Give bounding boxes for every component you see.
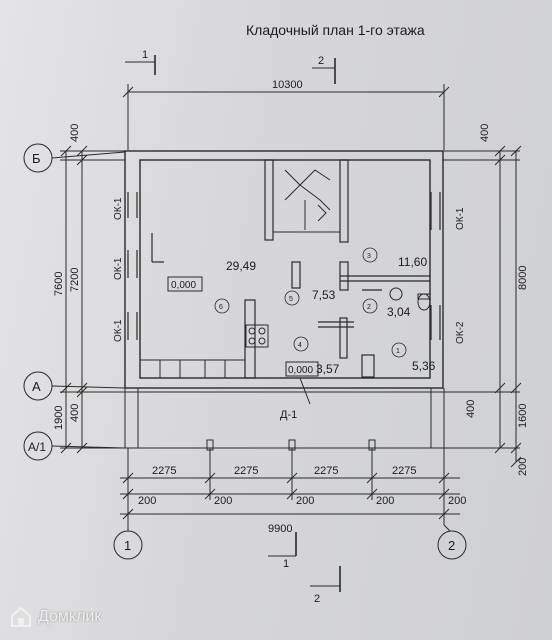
level-mark-hall: 0,000	[288, 365, 313, 376]
axis-label-1: 1	[124, 538, 131, 553]
room-5-number: 5	[289, 296, 293, 303]
room-3-number: 3	[367, 253, 371, 260]
dim-lines-left	[60, 145, 88, 454]
level-box-hall	[285, 361, 319, 377]
dim-left-inner: 7200	[69, 268, 81, 292]
dim-right-porch-wall: 400	[465, 400, 477, 418]
window-ok1-d: ОК-1	[455, 207, 466, 230]
dim-left-top: 400	[69, 124, 81, 142]
dim-bottom-total: 9900	[268, 523, 292, 535]
axis-label-a: А	[32, 379, 41, 394]
room-2-number: 2	[367, 304, 371, 311]
dim-right-outer: 8000	[517, 266, 529, 290]
drawing-title: Кладочный план 1-го этажа	[246, 22, 425, 38]
window-ok1-c: ОК-1	[113, 319, 124, 342]
section-2-bottom: 2	[314, 593, 320, 605]
dim-bay-1: 2275	[152, 465, 176, 477]
axis-label-b: Б	[32, 151, 41, 166]
dim-bay-4: 2275	[392, 465, 416, 477]
section-markers	[125, 55, 341, 592]
room-6-number: 6	[219, 304, 223, 311]
kitchen-counter	[139, 324, 269, 379]
dim-bay-3: 2275	[314, 465, 338, 477]
axis-label-2: 2	[448, 538, 455, 553]
dim-pier-3: 200	[296, 495, 314, 507]
room-6-area: 29,49	[226, 259, 256, 273]
dim-pier-1: 200	[138, 495, 156, 507]
dim-bay-2: 2275	[234, 465, 258, 477]
porch	[60, 388, 520, 451]
section-2-top: 2	[318, 55, 324, 67]
interior-walls	[151, 159, 430, 379]
dim-left-outer: 7600	[53, 272, 65, 296]
watermark-text: Домклик	[38, 608, 102, 625]
room-5-area: 7,53	[312, 288, 336, 302]
dim-left-porch: 1900	[53, 406, 65, 430]
axis-bubbles	[23, 143, 467, 560]
dim-lines-right	[494, 145, 522, 468]
room-4-area: 3,57	[316, 362, 340, 376]
window-ok1-a: ОК-1	[113, 197, 124, 220]
room-1-area: 5,36	[412, 359, 436, 373]
dim-left-porch-wall: 400	[69, 404, 81, 422]
level-mark-living: 0,000	[171, 280, 196, 291]
dim-pier-2: 200	[214, 495, 232, 507]
room-4-number: 4	[298, 342, 302, 349]
window-marks	[127, 192, 441, 340]
room-number-circles	[214, 247, 407, 358]
section-1-bottom: 1	[283, 558, 289, 570]
window-ok2: ОК-2	[455, 321, 466, 344]
bathroom-fixtures	[389, 287, 431, 311]
entrance-door	[299, 377, 315, 405]
dim-pier-4: 200	[376, 495, 394, 507]
dim-top-total: 10300	[272, 79, 303, 91]
axis-label-a1: А/1	[28, 440, 46, 454]
room-2-area: 3,04	[387, 305, 411, 319]
room-3-area: 11,60	[398, 255, 427, 269]
level-box-living	[167, 276, 203, 292]
dim-right-top: 400	[479, 124, 491, 142]
dim-right-bottom: 200	[517, 458, 529, 476]
domclick-logo-icon	[11, 606, 31, 627]
exterior-walls	[60, 150, 520, 389]
dim-lines-bottom	[120, 448, 460, 525]
dim-right-porch: 1600	[517, 404, 529, 428]
staircase	[272, 159, 341, 233]
door-label: Д-1	[280, 409, 297, 421]
room-1-number: 1	[396, 348, 400, 355]
watermark: Домклик	[10, 606, 101, 628]
section-1-top: 1	[142, 49, 148, 61]
window-ok1-b: ОК-1	[113, 257, 124, 280]
dim-pier-5: 200	[448, 495, 466, 507]
